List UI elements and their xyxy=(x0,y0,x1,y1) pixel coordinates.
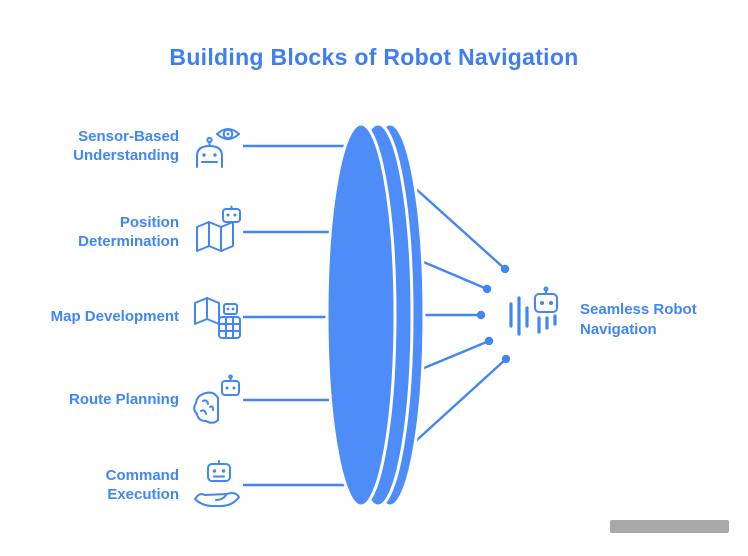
block-row-map-development: Map Development xyxy=(0,282,245,352)
robot-eye-icon xyxy=(190,119,245,174)
page-title: Building Blocks of Robot Navigation xyxy=(169,44,579,70)
robot-map-grid-icon xyxy=(190,290,245,345)
robot-signal-icon xyxy=(504,286,566,353)
block-row-sensor-based-understanding: Sensor-Based Understanding xyxy=(0,111,245,181)
arrow-dot-3 xyxy=(476,310,486,320)
block-label: Route Planning xyxy=(69,391,179,409)
block-row-command-execution: Command Execution xyxy=(0,450,245,520)
block-label: Sensor-Based Understanding xyxy=(73,127,179,165)
block-row-route-planning: Route Planning xyxy=(0,365,245,435)
block-label: Map Development xyxy=(50,308,179,326)
arrow-dot-2 xyxy=(482,284,492,294)
arrow-dot-1 xyxy=(500,264,510,274)
output-block-seamless-robot-navigation: Seamless Robot Navigation xyxy=(504,286,697,353)
block-label: Position Determination xyxy=(78,213,179,251)
watermark xyxy=(610,520,729,533)
robot-hand-icon xyxy=(190,458,245,513)
funnel-ellipse-front xyxy=(325,122,397,508)
robot-map-icon xyxy=(190,205,245,260)
output-label: Seamless Robot Navigation xyxy=(580,301,697,338)
block-label: Command Execution xyxy=(105,466,179,504)
arrow-dot-5 xyxy=(501,354,511,364)
block-row-position-determination: Position Determination xyxy=(0,197,245,267)
robot-brain-icon xyxy=(190,373,245,428)
arrow-dot-4 xyxy=(484,336,494,346)
